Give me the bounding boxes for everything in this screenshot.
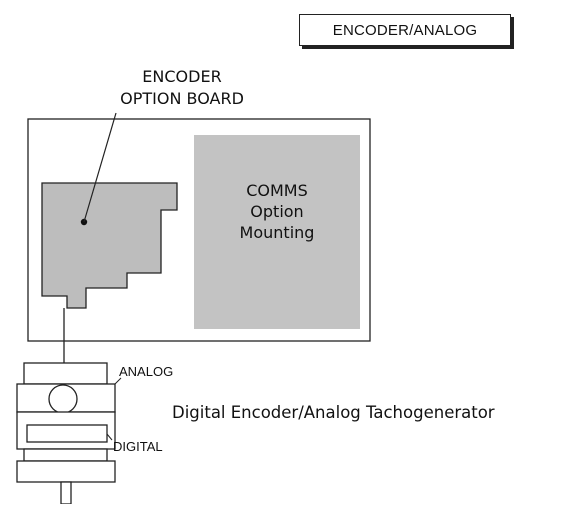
encoder-caption: Digital Encoder/Analog Tachogenerator <box>172 403 495 422</box>
encoder-shaft <box>60 481 72 505</box>
board-leader-line <box>83 112 117 223</box>
encoder-base <box>16 460 116 483</box>
encoder-option-board <box>41 182 178 309</box>
digital-label-tick <box>106 433 113 441</box>
comms-mounting-area <box>194 135 360 329</box>
analog-connector <box>48 384 78 414</box>
encoder-top-cap <box>23 362 108 385</box>
comms-option-mounting-label: COMMS Option Mounting <box>194 180 360 243</box>
board-label-line2: OPTION BOARD <box>120 89 244 108</box>
analog-label: ANALOG <box>119 364 174 379</box>
encoder-flange <box>23 448 108 462</box>
comms-label-line1: COMMS <box>246 181 308 200</box>
analog-label-tick <box>114 377 122 385</box>
encoder-option-board-label: ENCODER OPTION BOARD <box>94 66 270 110</box>
digital-label: DIGITAL <box>113 439 163 454</box>
comms-label-line3: Mounting <box>239 223 315 242</box>
digital-connector <box>26 424 108 443</box>
comms-label-line2: Option <box>250 202 304 221</box>
encoder-analog-tag: ENCODER/ANALOG <box>299 14 511 46</box>
board-label-line1: ENCODER <box>142 67 222 86</box>
